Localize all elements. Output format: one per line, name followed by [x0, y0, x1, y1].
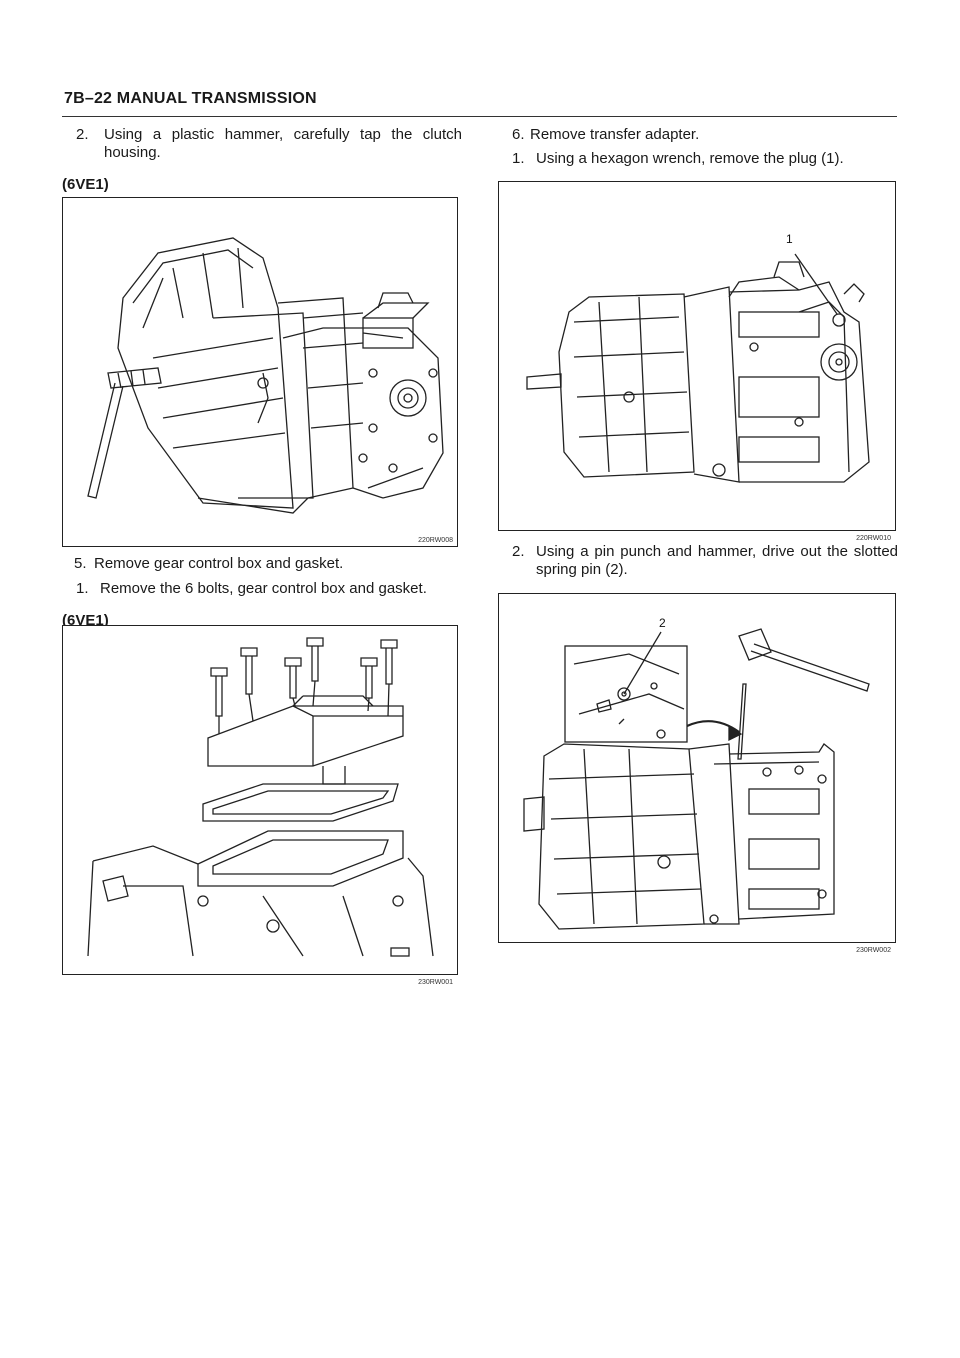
step-5-text: Remove gear control box and gasket. [94, 555, 344, 572]
step-6-1-text: Using a hexagon wrench, remove the plug … [536, 150, 844, 167]
figure-code-4: 230RW002 [856, 947, 891, 954]
page-header: 7B–22 MANUAL TRANSMISSION [64, 90, 317, 107]
header-rule [62, 116, 897, 117]
callout-1: 1 [786, 232, 793, 246]
step-5: 5. Remove gear control box and gasket. [62, 555, 462, 573]
step-6-text: Remove transfer adapter. [530, 126, 700, 143]
step-6-2: 2. Using a pin punch and hammer, drive o… [498, 543, 898, 579]
pin-punch-illustration [523, 628, 870, 930]
left-column: 2. Using a plastic hammer, carefully tap… [62, 124, 462, 986]
transfer-adapter-illustration [526, 253, 870, 483]
figure-code-1: 220RW008 [418, 537, 453, 544]
callout-2: 2 [659, 616, 666, 630]
variant-label-1: (6VE1) [62, 176, 109, 193]
step-6: 6. Remove transfer adapter. [498, 126, 898, 144]
step-2-number: 2. [76, 126, 89, 143]
step-6-1-number: 1. [512, 150, 525, 167]
gear-control-box-illustration [87, 637, 434, 957]
step-2-text: Using a plastic hammer, carefully tap th… [104, 126, 462, 161]
step-5-1: 1. Remove the 6 bolts, gear control box … [62, 580, 462, 598]
figure-pin-punch: 2 230RW002 [498, 593, 896, 954]
figure-code-2: 230RW001 [418, 979, 453, 986]
figure-gear-control-box: 230RW001 [62, 625, 458, 986]
step-6-1: 1. Using a hexagon wrench, remove the pl… [498, 150, 898, 168]
step-6-2-number: 2. [512, 543, 525, 560]
figure-code-3: 220RW010 [856, 535, 891, 542]
step-6-number: 6. [512, 126, 525, 143]
right-column: 6. Remove transfer adapter. 1. Using a h… [498, 124, 898, 954]
step-2: 2. Using a plastic hammer, carefully tap… [62, 126, 462, 162]
figure-clutch-housing: 220RW008 [62, 197, 458, 547]
variant-label-2: (6VE1) [62, 612, 109, 629]
step-5-1-number: 1. [76, 580, 89, 597]
transmission-illustration [87, 237, 444, 514]
step-5-1-text: Remove the 6 bolts, gear control box and… [100, 580, 427, 597]
step-5-number: 5. [74, 555, 87, 572]
figure-hexagon-plug: 1 220RW010 [498, 181, 896, 542]
step-6-2-text: Using a pin punch and hammer, drive out … [536, 543, 898, 578]
